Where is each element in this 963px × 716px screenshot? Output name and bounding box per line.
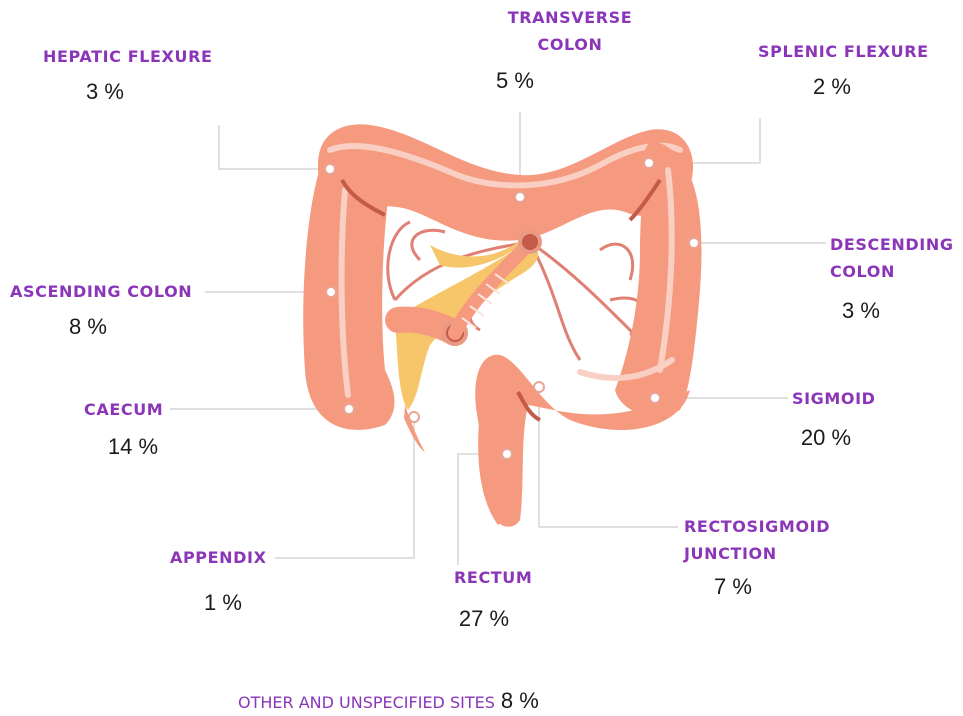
rectum-percent: 27 % (449, 606, 519, 632)
ascending-colon-label: ASCENDING COLON (10, 278, 192, 305)
marker-rectosigmoid (534, 382, 544, 392)
descending-colon-label: DESCENDING COLON (830, 231, 954, 285)
marker-caecum (344, 404, 354, 414)
leader-hepatic-flexure (219, 125, 330, 169)
other-sites-label: OTHER AND UNSPECIFIED SITES (238, 693, 495, 712)
marker-appendix (409, 412, 419, 422)
caecum-label: CAECUM (84, 396, 163, 423)
leader-appendix (275, 417, 414, 558)
rectosigmoid-junction-percent: 7 % (698, 574, 768, 600)
splenic-flexure-percent: 2 % (797, 74, 867, 100)
marker-splenic-flexure (644, 158, 654, 168)
marker-transverse-colon (515, 192, 525, 202)
marker-hepatic-flexure (325, 164, 335, 174)
splenic-flexure-label: SPLENIC FLEXURE (758, 38, 929, 65)
transverse-colon-label: TRANSVERSE COLON (505, 4, 635, 58)
caecum-percent: 14 % (98, 434, 168, 460)
marker-ascending-colon (326, 287, 336, 297)
hepatic-flexure-label: HEPATIC FLEXURE (43, 43, 213, 70)
rectum-label: RECTUM (454, 564, 532, 591)
sigmoid-percent: 20 % (791, 425, 861, 451)
transverse-colon-percent: 5 % (480, 68, 550, 94)
rectosigmoid-junction-label: RECTOSIGMOID JUNCTION (684, 513, 830, 567)
ascending-colon-percent: 8 % (53, 314, 123, 340)
hepatic-flexure-percent: 3 % (70, 79, 140, 105)
sigmoid-label: SIGMOID (792, 385, 876, 412)
appendix-label: APPENDIX (170, 544, 267, 571)
marker-rectum (502, 449, 512, 459)
other-sites-percent: 8 % (501, 688, 539, 713)
appendix-percent: 1 % (188, 590, 258, 616)
descending-colon-percent: 3 % (826, 298, 896, 324)
marker-sigmoid (650, 393, 660, 403)
other-sites: OTHER AND UNSPECIFIED SITES 8 % (238, 688, 539, 714)
marker-descending-colon (689, 238, 699, 248)
